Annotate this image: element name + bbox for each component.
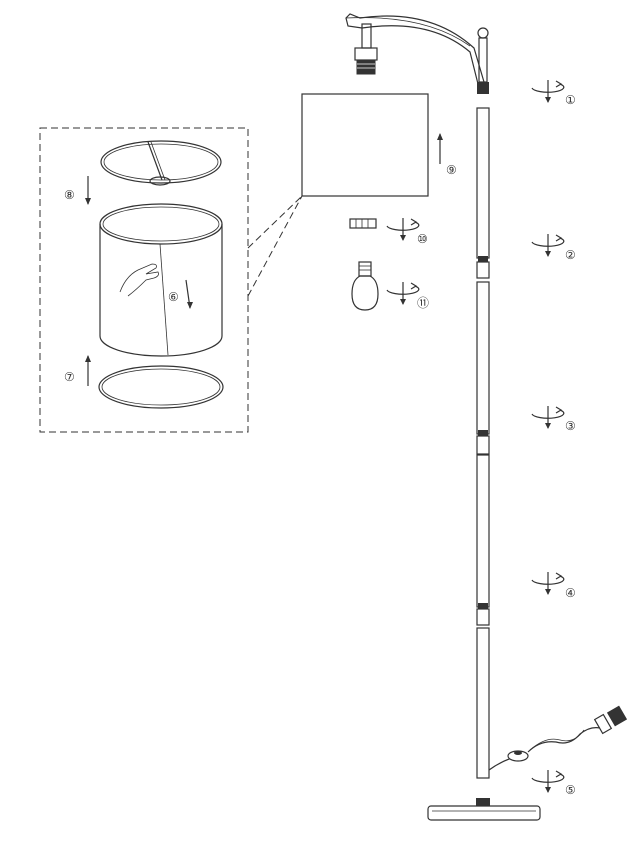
arrow-up-7	[85, 355, 91, 386]
hand-illustration	[119, 263, 159, 297]
rotate-icon-step-2	[531, 233, 565, 258]
step-number-10: ⑩	[417, 232, 428, 246]
rotate-icon-step-1	[531, 79, 565, 104]
shade-exploded-view	[39, 127, 303, 433]
step-number-1: ①	[565, 93, 576, 107]
step-number-7: ⑦	[64, 370, 75, 384]
arrow-down-8	[85, 176, 91, 205]
lamp-pole	[476, 82, 490, 779]
lamp-base	[427, 798, 541, 821]
step-number-4: ④	[565, 586, 576, 600]
light-bulb	[351, 261, 379, 311]
step-number-9: ⑨	[446, 163, 457, 177]
rotate-icon-step-4	[531, 571, 565, 596]
arrow-up-9	[437, 133, 443, 164]
step-number-5: ⑤	[565, 783, 576, 797]
exploded-view-frame	[39, 127, 249, 433]
step-number-8: ⑧	[64, 188, 75, 202]
shade-bottom-frame	[98, 365, 224, 409]
step-number-2: ②	[565, 248, 576, 262]
arrow-down-6	[185, 279, 193, 309]
step-number-3: ③	[565, 419, 576, 433]
lamp-socket	[354, 23, 378, 75]
floor-lamp	[345, 13, 628, 821]
rotate-icon-step-10	[386, 217, 420, 242]
shade-ring-nut	[349, 218, 377, 229]
rotate-icon-step-3	[531, 405, 565, 430]
step-number-11: ⑪	[417, 296, 429, 310]
lamp-shade-assembled	[301, 93, 429, 197]
step-number-6: ⑥	[168, 290, 179, 304]
shade-fabric	[99, 203, 223, 357]
power-cord	[488, 705, 628, 771]
rotate-icon-step-11	[386, 281, 420, 306]
shade-top-frame	[100, 140, 222, 186]
rotate-icon-step-5	[531, 769, 565, 794]
